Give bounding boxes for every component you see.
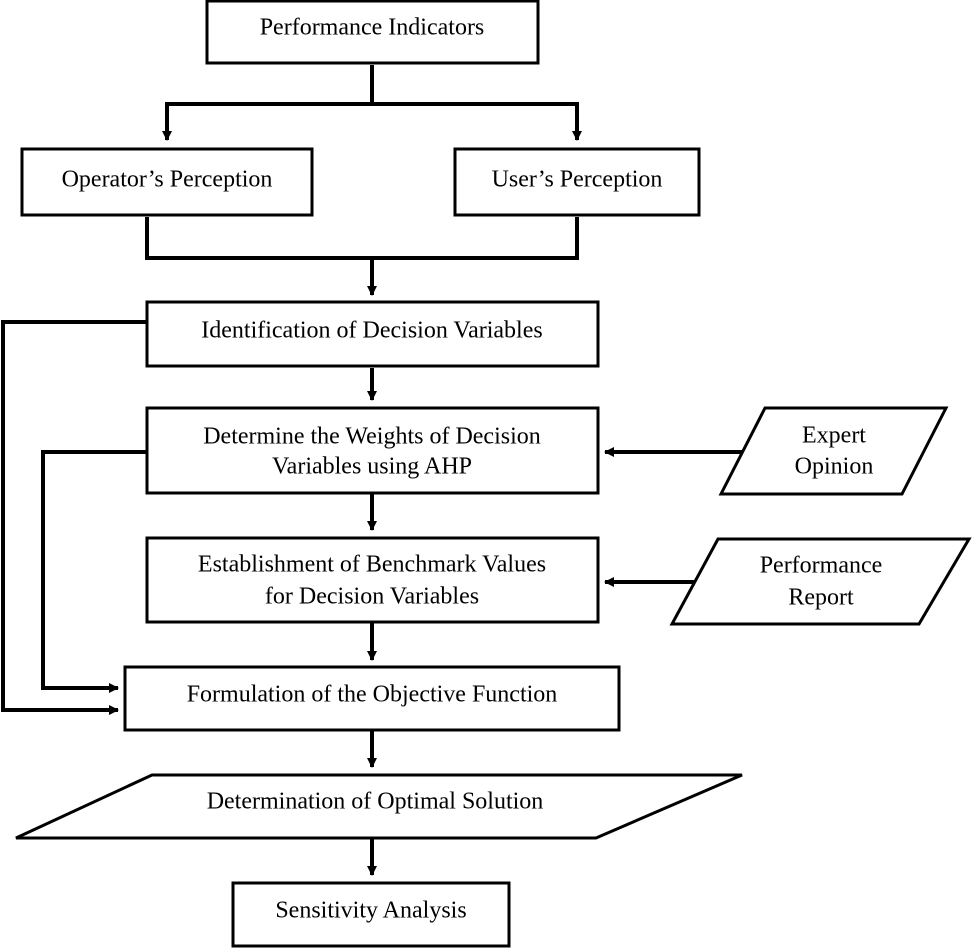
node-weights-ahp: Determine the Weights of Decision Variab…: [145, 406, 600, 495]
arrow-split-to-operator: [162, 102, 372, 141]
node-benchmark-values-label-line1: Establishment of Benchmark Values: [198, 552, 546, 578]
line-operator-to-merge: [145, 217, 372, 260]
connectors: [1, 65, 742, 876]
node-operators-perception-label: Operator’s Perception: [62, 167, 273, 193]
node-expert-opinion-label-line2: Opinion: [795, 454, 874, 480]
node-optimal-solution-label: Determination of Optimal Solution: [207, 789, 544, 815]
node-objective-function-label: Formulation of the Objective Function: [187, 682, 558, 708]
node-benchmark-values-label-line2: for Decision Variables: [265, 584, 479, 610]
node-performance-report-label-line2: Report: [788, 585, 854, 611]
node-weights-ahp-label-line1: Determine the Weights of Decision: [203, 424, 541, 450]
node-performance-report-label-line1: Performance: [760, 553, 883, 579]
node-benchmark-values: Establishment of Benchmark Values for De…: [145, 536, 600, 624]
node-performance-report: Performance Report: [669, 537, 972, 626]
node-expert-opinion-label-line1: Expert: [802, 423, 866, 449]
node-performance-indicators-label: Performance Indicators: [260, 15, 485, 41]
node-weights-ahp-label-line2: Variables using AHP: [272, 454, 472, 480]
node-optimal-solution: Determination of Optimal Solution: [15, 773, 743, 840]
arrow-split-to-user: [372, 102, 582, 141]
arrow-identification-loop-to-objective: [1, 320, 147, 715]
node-operators-perception: Operator’s Perception: [20, 147, 314, 217]
node-identification-label: Identification of Decision Variables: [201, 318, 542, 344]
node-expert-opinion: Expert Opinion: [718, 406, 949, 496]
node-sensitivity-analysis-label: Sensitivity Analysis: [275, 898, 466, 924]
arrow-weights-loop-to-objective: [41, 450, 147, 693]
node-users-perception-label: User’s Perception: [492, 167, 663, 193]
node-users-perception: User’s Perception: [453, 147, 701, 217]
line-user-to-merge: [372, 217, 579, 260]
node-sensitivity-analysis: Sensitivity Analysis: [231, 881, 511, 948]
node-identification: Identification of Decision Variables: [145, 300, 600, 368]
node-objective-function: Formulation of the Objective Function: [123, 665, 621, 732]
node-performance-indicators: Performance Indicators: [205, 0, 540, 65]
